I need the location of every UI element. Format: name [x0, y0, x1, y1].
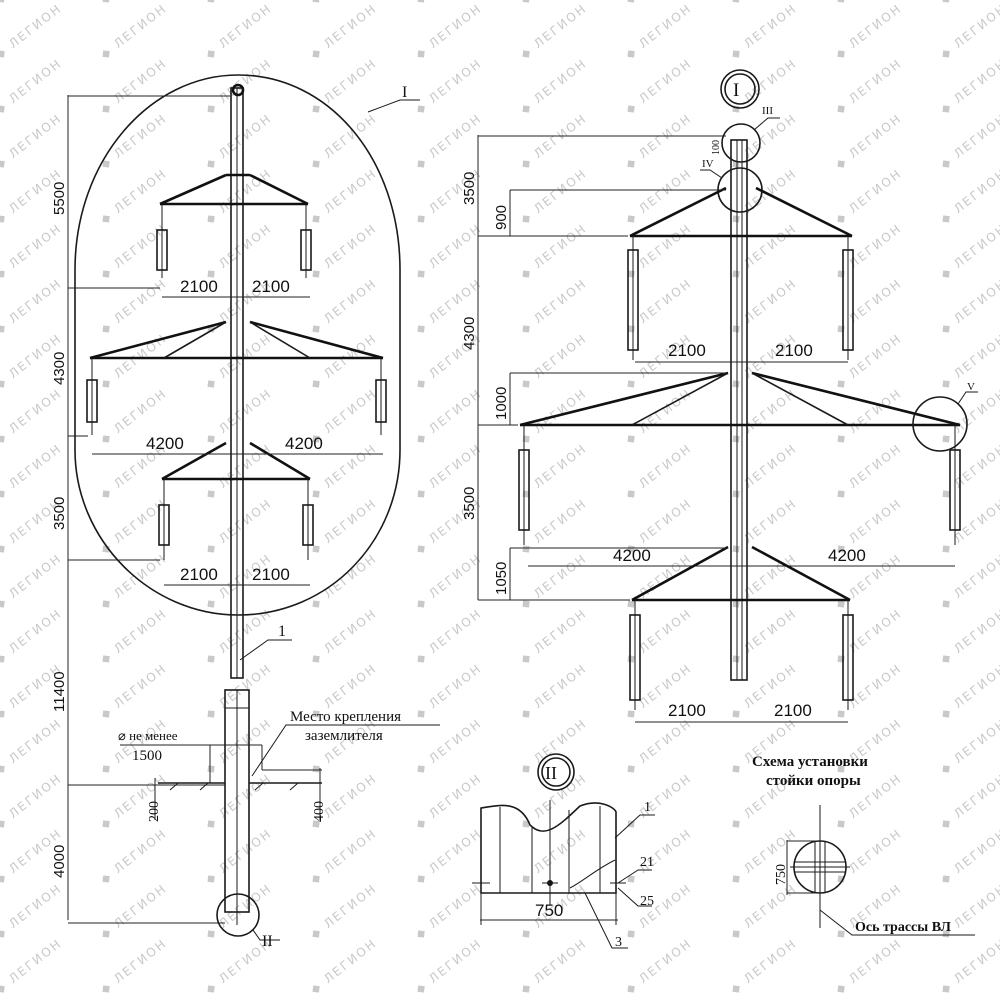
install-scheme-title-2: стойки опоры: [766, 773, 861, 789]
callout-V-circle: [912, 396, 968, 452]
detail-II-callout-3: 3: [615, 935, 622, 950]
callout-I-label: I: [402, 84, 407, 101]
detail-II-badge-outer: [537, 753, 575, 791]
dim-100: 100: [711, 140, 722, 155]
callout-III-label: III: [762, 105, 773, 117]
detailI-dim-bot-left: 2100: [668, 701, 706, 720]
callout-1-leader: [239, 639, 292, 661]
diameter-value: 1500: [132, 748, 162, 764]
callout-II-circle: [216, 893, 260, 937]
axis-label: Ось трассы ВЛ: [855, 920, 952, 935]
depth-200: 200: [147, 801, 162, 822]
dim-v-11400: 11400: [51, 671, 68, 712]
left-pole-view: I 1: [51, 74, 440, 950]
callout-V-label: V: [967, 381, 975, 393]
ground-level: [120, 744, 322, 820]
detailI-dim-v-1050: 1050: [493, 562, 510, 595]
detail-II-title: II: [545, 763, 557, 783]
dim-mid-left: 4200: [146, 434, 184, 453]
callout-II-label: II: [262, 933, 273, 950]
callout-IV-label: IV: [702, 158, 714, 170]
detail-I-badge-outer: [720, 69, 760, 109]
detailI-dim-v-4300: 4300: [461, 317, 478, 350]
callout-I-boundary: [74, 74, 401, 616]
detail-II-dim-750: 750: [535, 901, 563, 920]
dim-top-right: 2100: [252, 277, 290, 296]
detail-II-callout-21: 21: [640, 855, 654, 870]
detailI-dim-v-3500a: 3500: [461, 172, 478, 205]
detailI-dim-mid-left: 4200: [613, 546, 651, 565]
dim-v-5500: 5500: [51, 182, 68, 215]
install-dim-750: 750: [774, 864, 789, 885]
grounding-leader: [251, 724, 440, 777]
detailI-dim-mid-right: 4200: [828, 546, 866, 565]
install-scheme: Схема установки стойки опоры 750 Ось тра…: [752, 754, 975, 936]
detail-II-callout-25: 25: [640, 894, 654, 909]
grounding-label-1: Место крепления: [290, 709, 401, 725]
dim-v-4000: 4000: [51, 845, 68, 878]
diameter-label: ⌀ не менее: [118, 728, 178, 743]
grounding-label-2: заземлителя: [305, 728, 383, 744]
dim-v-4300: 4300: [51, 352, 68, 385]
pole-cap: [231, 83, 245, 97]
left-top-crossarm: [156, 173, 312, 278]
detail-I-pole: [730, 139, 748, 681]
detailI-dim-v-900: 900: [493, 205, 510, 230]
detail-I-view: I III 100 IV 2100 2100: [461, 69, 978, 723]
detail-II-view: II 1 21 25 3 750: [472, 753, 655, 950]
dim-bot-left: 2100: [180, 565, 218, 584]
dim-mid-right: 4200: [285, 434, 323, 453]
detailI-dim-v-1000: 1000: [493, 387, 510, 420]
left-bottom-crossarm: [158, 441, 314, 560]
detailI-dim-bot-right: 2100: [774, 701, 812, 720]
dim-bot-right: 2100: [252, 565, 290, 584]
install-scheme-title-1: Схема установки: [752, 754, 868, 770]
detailI-dim-top-left: 2100: [668, 341, 706, 360]
callout-I-leader: [367, 99, 420, 113]
dim-top-left: 2100: [180, 277, 218, 296]
callout-1-label: 1: [278, 623, 286, 640]
detailI-dim-top-right: 2100: [775, 341, 813, 360]
detail-I-title: I: [733, 80, 739, 101]
detail-II-callout-1: 1: [644, 800, 651, 815]
detailI-dim-v-3500b: 3500: [461, 487, 478, 520]
callout-III-circle: [721, 123, 761, 163]
dim-v-3500: 3500: [51, 497, 68, 530]
left-middle-crossarm: [86, 320, 387, 435]
depth-400: 400: [312, 801, 327, 822]
